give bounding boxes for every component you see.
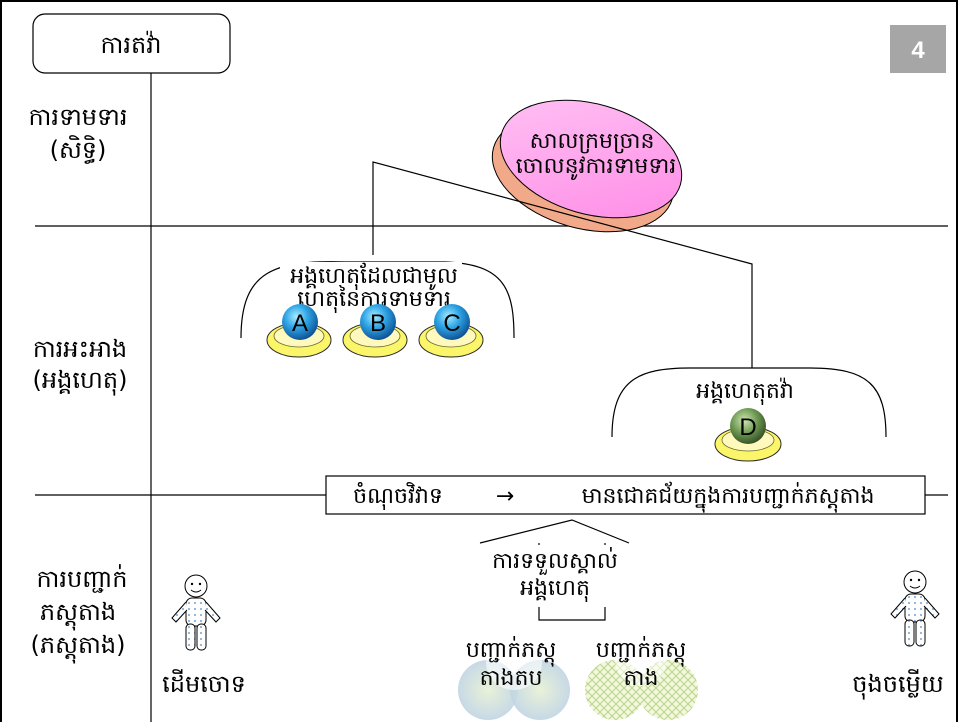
defendant-figure-icon — [890, 570, 940, 647]
evidence-right-line1: បញ្ជាក់ភស្តុ — [596, 636, 686, 667]
fact-item-a: A — [266, 304, 332, 358]
evidence-left: បញ្ជាក់ភស្តុ តាងតប — [458, 634, 570, 720]
row-label-claim: ការទាមទារ (សិទ្ធិ) — [28, 103, 127, 164]
row-label-evidence-line1: ការបញ្ជាក់ — [37, 564, 128, 593]
judgment-line1: សាលក្រមច្រាន — [530, 129, 655, 154]
fact-item-c: C — [418, 304, 484, 358]
counter-item-d: D — [714, 408, 782, 462]
fact-item-b-label: B — [370, 310, 386, 337]
evidence-right: បញ្ជាក់ភស្តុ តាង — [585, 634, 698, 720]
evidence-left-line2: តាងតប — [480, 666, 543, 691]
fact-item-b: B — [342, 304, 408, 358]
page-number: 4 — [911, 37, 925, 64]
page-number-badge: 4 — [890, 25, 946, 73]
fact-item-c-label: C — [443, 310, 460, 337]
judgment-ellipse: សាលក្រមច្រាន ចោលនូវការទាមទារ — [491, 99, 683, 233]
dispute-left: ចំណុចវិវាទ — [353, 482, 443, 510]
row-label-evidence-line3: (ភស្តុតាង) — [31, 631, 126, 664]
counter-group-label: អង្គហេតុតវ៉ា — [696, 377, 794, 405]
admission-line2: អង្គហេតុ — [520, 576, 590, 602]
row-label-evidence-line2: ភស្តុតាង — [40, 598, 116, 631]
row-label-evidence: ការបញ្ជាក់ ភស្តុតាង (ភស្តុតាង) — [31, 564, 128, 664]
row-label-assertion-line2: (អង្គហេតុ) — [33, 366, 128, 396]
plaintiff-figure-icon — [171, 574, 221, 651]
dispute-arrow: → — [496, 484, 514, 509]
row-label-claim-line1: ការទាមទារ — [28, 103, 127, 131]
counter-group: អង្គហេតុតវ៉ា D — [611, 367, 887, 462]
guide-lines — [35, 70, 948, 722]
judgment-line2: ចោលនូវការទាមទារ — [516, 154, 677, 180]
plaintiff-label: ដើមចោទ — [162, 669, 246, 698]
defendant-label: ចុងចម្លើយ — [852, 669, 943, 700]
fact-item-a-label: A — [292, 310, 308, 337]
counter-item-d-label: D — [739, 414, 756, 441]
row-label-assertion-line1: ការអះអាង — [33, 335, 127, 363]
admission-label: ការទទួលស្គាល់ អង្គហេតុ — [480, 545, 630, 607]
row-label-assertion: ការអះអាង (អង្គហេតុ) — [33, 335, 128, 396]
title-box: ការតវ៉ា — [32, 13, 231, 74]
evidence-right-line2: តាង — [624, 666, 659, 691]
dispute-box: ចំណុចវិវាទ → មានជោគជ័យក្នុងការបញ្ជាក់ភស្… — [325, 475, 926, 515]
row-label-claim-line2: (សិទ្ធិ) — [50, 135, 107, 164]
facts-group-line1: អង្គហេតុដែលជាមូល — [290, 262, 458, 290]
facts-group: អង្គហេតុដែលជាមូល ហេតុនៃការទាមទារ A B C — [240, 261, 515, 358]
title-box-label: ការតវ៉ា — [101, 30, 162, 59]
dispute-right: មានជោគជ័យក្នុងការបញ្ជាក់ភស្តុតាង — [582, 481, 875, 513]
admission-line1: ការទទួលស្គាល់ — [492, 547, 618, 575]
evidence-left-line1: បញ្ជាក់ភស្តុ — [466, 636, 556, 667]
